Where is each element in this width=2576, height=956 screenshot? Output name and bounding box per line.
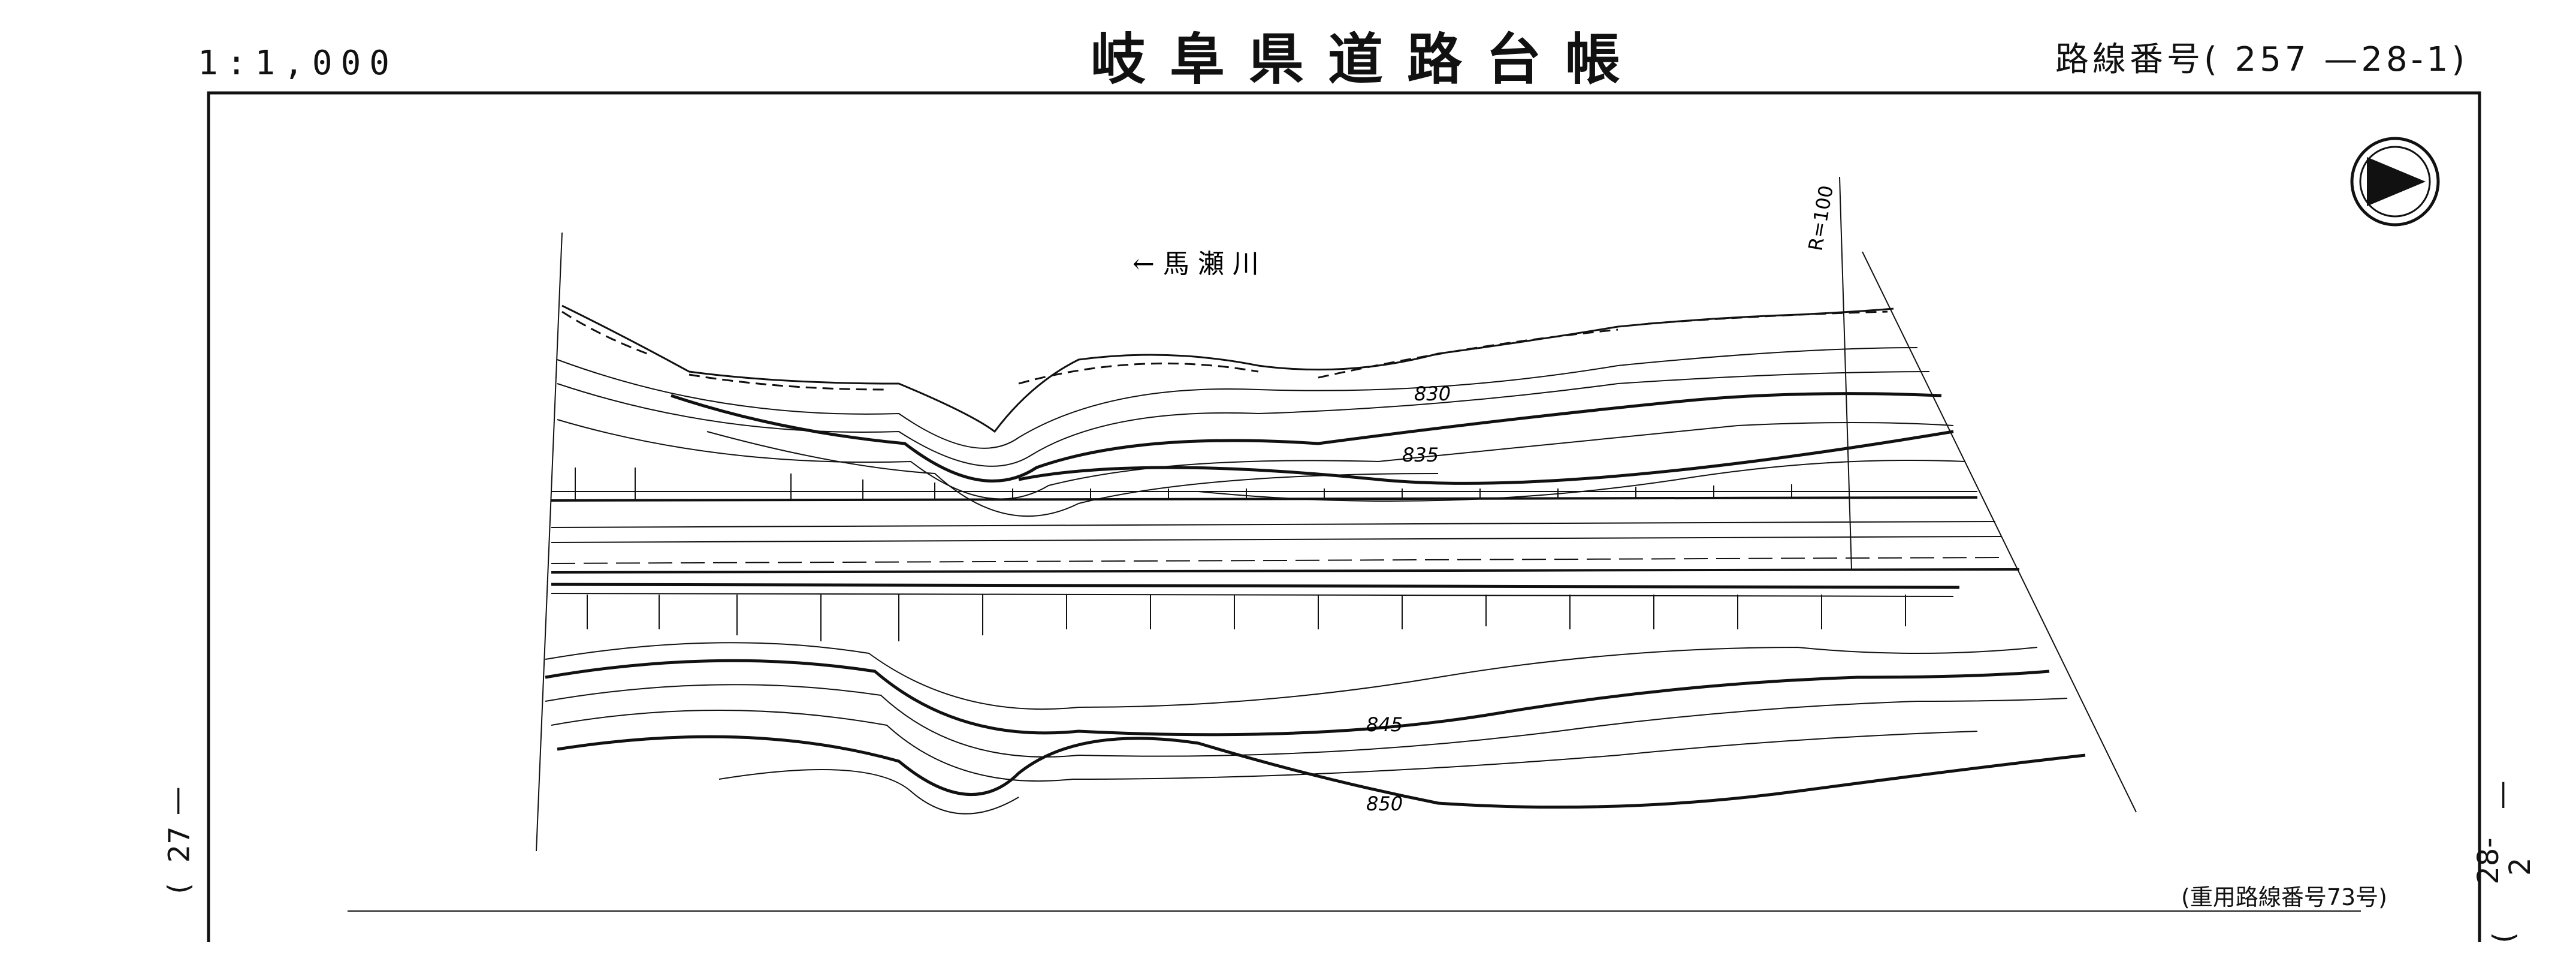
route-number: 路線番号( 257 —28-1) — [2055, 40, 2469, 79]
footer-note: (重用路線番号73号) — [2181, 884, 2388, 910]
river-name: ← 馬 瀬 川 — [1133, 249, 1259, 279]
slope-hachures-north — [575, 468, 1792, 500]
map-scale: 1:1,000 — [198, 44, 398, 83]
river-bank — [561, 304, 1894, 433]
contour-label-845: 845 — [1366, 713, 1403, 736]
north-arrow-icon — [2350, 137, 2440, 227]
contours-north — [557, 347, 1966, 517]
contour-label-835: 835 — [1402, 444, 1439, 466]
contour-label-830: 830 — [1414, 382, 1451, 405]
slope-hachures-south — [587, 595, 1906, 641]
curve-radius: R=100 — [1804, 183, 1838, 252]
drawing-extent-lines — [536, 176, 2137, 852]
contour-label-850: 850 — [1366, 792, 1403, 815]
page-title: 岐阜県道路台帳 — [1091, 28, 1645, 92]
contours-south — [545, 642, 2086, 815]
map-frame — [207, 91, 2481, 942]
road — [551, 491, 2020, 597]
